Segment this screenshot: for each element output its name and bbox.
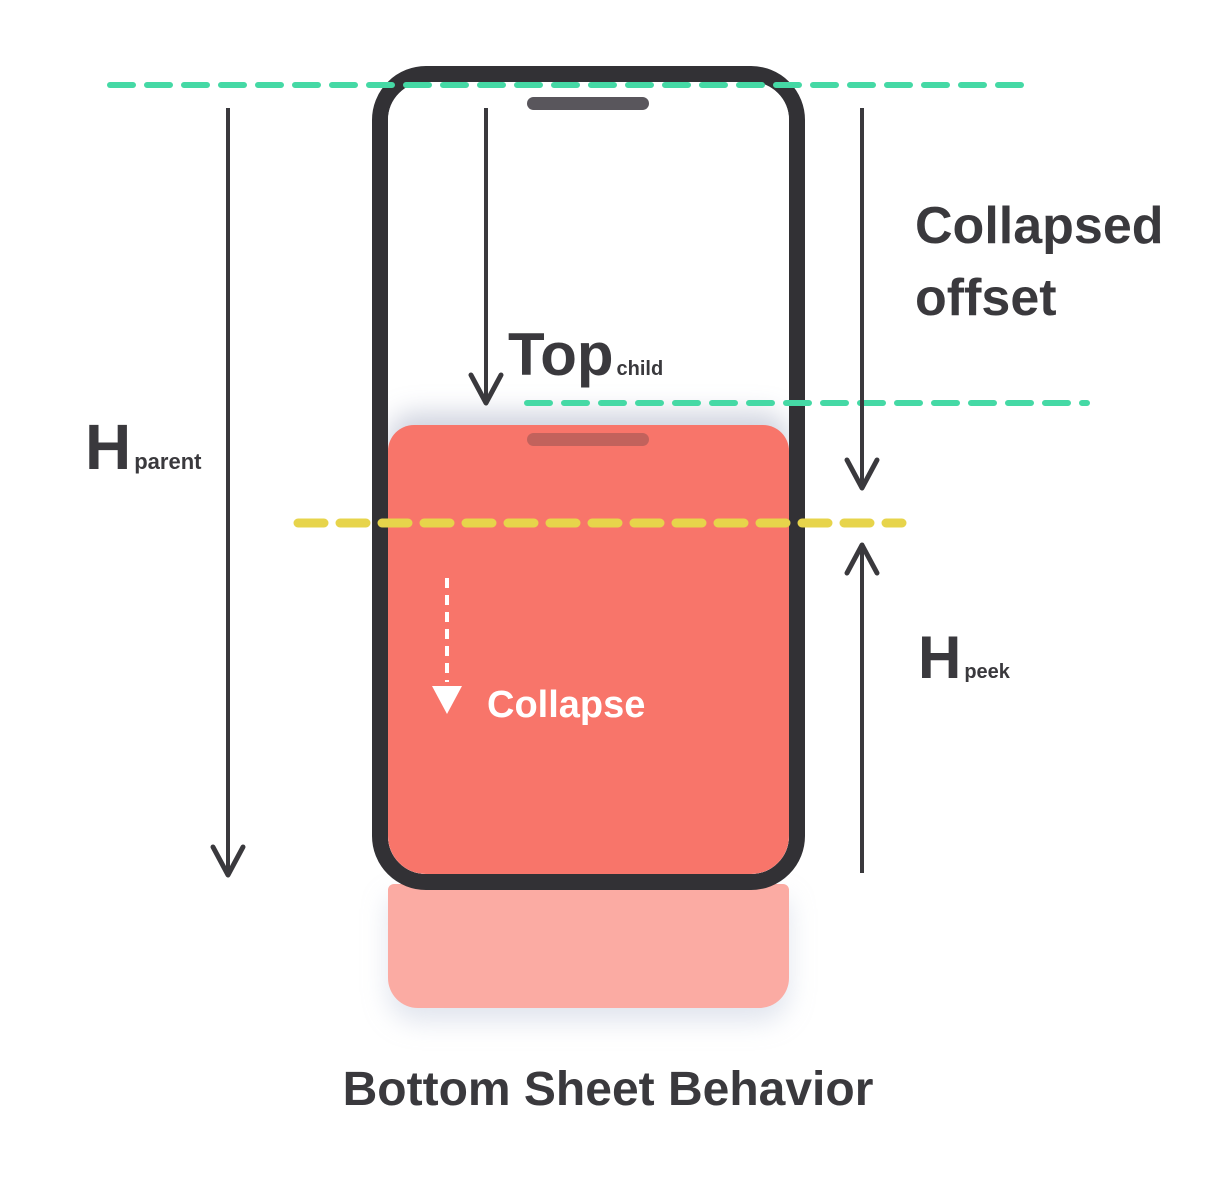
h-parent-label-main: H [85, 411, 132, 483]
h-peek-label-subscript: peek [964, 661, 1010, 683]
h-peek-arrowhead-icon [844, 542, 880, 576]
bottom-sheet [388, 425, 789, 874]
h-parent-label: H parent [85, 410, 201, 484]
collapse-action-label: Collapse [487, 684, 646, 726]
speaker-bar [527, 97, 649, 110]
top-child-label: Top child [508, 320, 663, 389]
sheet-drag-handle-icon [527, 433, 649, 446]
phone-frame [372, 66, 805, 890]
collapsed-offset-label-line1: Collapsed [915, 197, 1164, 255]
diagram-title: Bottom Sheet Behavior [342, 1063, 874, 1116]
h-peek-label-main: H [918, 624, 962, 691]
phone-screen [388, 82, 789, 874]
collapsed-offset-arrowhead-icon [844, 457, 880, 491]
collapsed-offset-label-line2: offset [915, 269, 1057, 327]
top-child-label-main: Top [508, 321, 614, 388]
h-parent-arrowhead-icon [210, 844, 246, 878]
top-child-label-subscript: child [616, 358, 664, 380]
h-parent-label-subscript: parent [134, 449, 202, 474]
h-peek-label: H peek [918, 623, 1010, 692]
collapsed-offset-label: Collapsed offset [915, 190, 1164, 334]
bottom-sheet-offscreen-portion [388, 884, 789, 1008]
